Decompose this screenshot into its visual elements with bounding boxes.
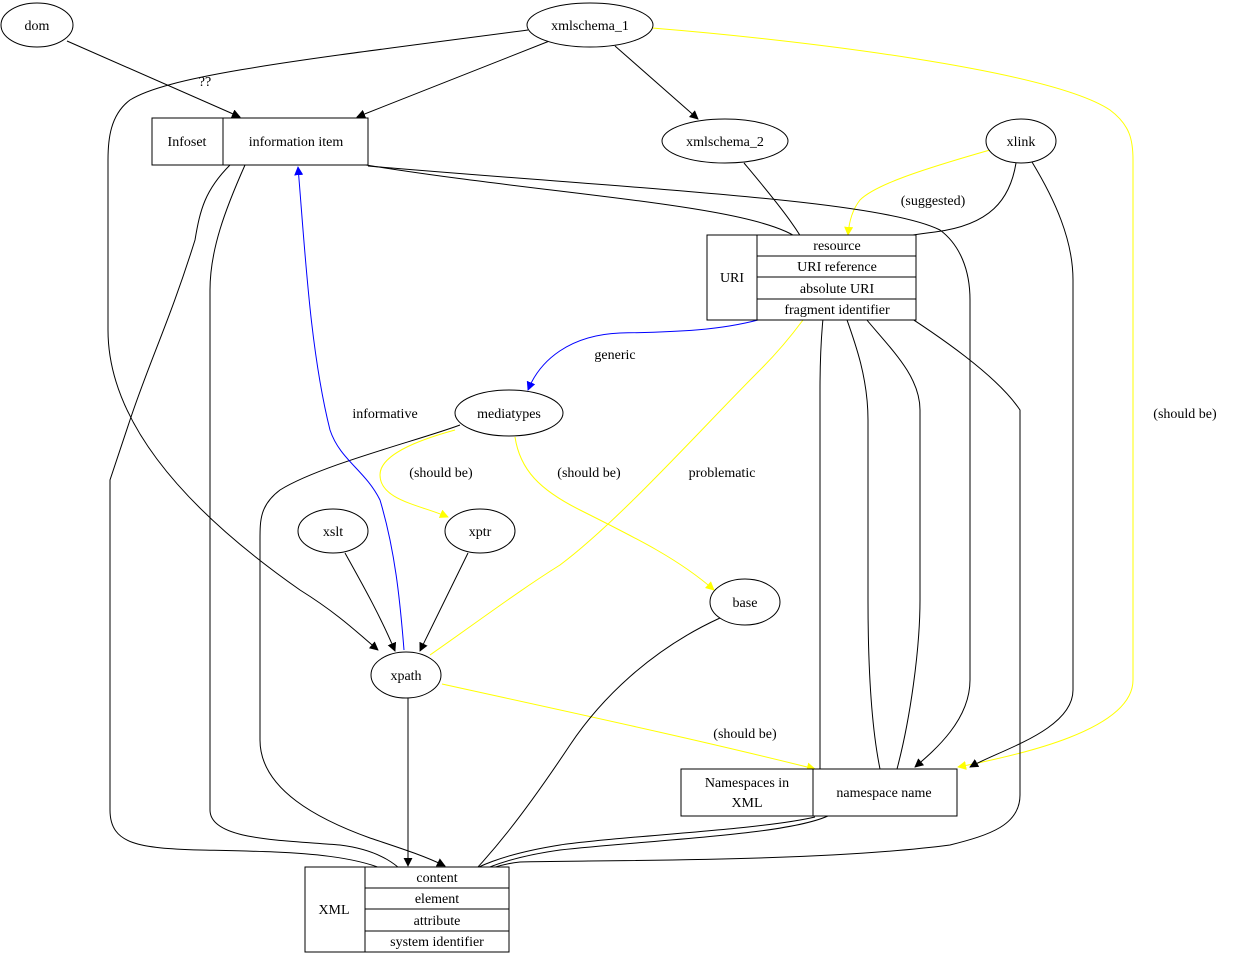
node-dom-label: dom <box>25 19 50 34</box>
node-xlink[interactable]: xlink <box>985 118 1057 164</box>
node-base-label: base <box>733 596 758 611</box>
node-xptr-label: xptr <box>469 525 492 540</box>
record-uri-field-resource: resource <box>813 239 860 254</box>
node-dom[interactable]: dom <box>0 2 74 48</box>
edge-xmlschema1-infoset <box>356 39 553 119</box>
edge-xptr-xpath <box>419 552 469 652</box>
edge-xlink-resource-suggested[interactable] <box>844 149 991 236</box>
edge-xslt-xpath <box>344 552 397 652</box>
record-uri-field-absolute-uri: absolute URI <box>800 282 875 297</box>
node-xslt[interactable]: xslt <box>297 508 369 554</box>
node-xlink-label: xlink <box>1007 135 1036 150</box>
label-xmlschema1-namespaces: (should be) <box>1153 407 1217 422</box>
record-namespaces-title-line2: XML <box>731 796 762 811</box>
label-xlink-suggested: (suggested) <box>901 194 966 209</box>
record-infoset-field-information-item: information item <box>249 135 344 150</box>
node-xpath-label: xpath <box>390 669 421 684</box>
node-xslt-label: xslt <box>323 525 343 540</box>
label-mediatypes-base: (should be) <box>557 466 621 481</box>
record-namespaces-field-namespace-name: namespace name <box>836 786 931 801</box>
node-xptr[interactable]: xptr <box>444 508 516 554</box>
edge-mediatypes-xptr[interactable] <box>379 429 456 518</box>
record-xml-field-attribute: attribute <box>414 914 461 929</box>
node-xmlschema-2[interactable]: xmlschema_2 <box>661 118 789 164</box>
edge-infoset-element <box>209 164 416 886</box>
edge-dom-infoset <box>66 40 241 118</box>
edge-mediatypes-base[interactable] <box>514 436 715 591</box>
edge-uri-element-right <box>439 279 1021 896</box>
record-uri-field-fragment-identifier: fragment identifier <box>784 303 890 318</box>
edge-namespaces-uri-reference <box>819 277 832 769</box>
node-base[interactable]: base <box>709 578 781 626</box>
edge-xpath-infoset-informative[interactable] <box>294 166 405 651</box>
node-xmlschema-1-label: xmlschema_1 <box>551 19 629 34</box>
edge-infoset-content-left <box>109 164 409 884</box>
label-mediatypes-xptr: (should be) <box>409 466 473 481</box>
edge-xpath-namespaces[interactable] <box>441 683 816 772</box>
record-xml-title: XML <box>318 903 349 918</box>
edge-base-element <box>439 617 721 906</box>
edge-namespaces-uri-absolute-b <box>850 299 921 770</box>
label-dom-infoset: ?? <box>199 75 211 90</box>
record-xml-field-system-identifier: system identifier <box>390 935 484 950</box>
edge-xmlschema1-xpath <box>107 29 529 651</box>
edge-xpath-uri-problematic[interactable] <box>429 277 830 656</box>
node-xmlschema-2-label: xmlschema_2 <box>686 135 764 150</box>
edge-xmlschema1-xmlschema2 <box>614 45 699 120</box>
node-xpath[interactable]: xpath <box>370 651 442 699</box>
record-infoset[interactable]: Infoset information item <box>151 117 369 166</box>
label-xpath-informative: informative <box>352 407 417 422</box>
edge-namespaces-uri-absolute-a <box>838 299 881 770</box>
label-xpath-problematic: problematic <box>689 466 756 481</box>
label-xpath-namespaces: (should be) <box>713 727 777 742</box>
record-namespaces-title-line1: Namespaces in <box>705 776 789 791</box>
record-xml-field-element: element <box>415 892 459 907</box>
record-xml[interactable]: XML content element attribute system ide… <box>304 866 510 953</box>
node-mediatypes[interactable]: mediatypes <box>454 389 564 437</box>
edge-uri-mediatypes-generic[interactable] <box>526 319 759 391</box>
edge-xlink-namespaces <box>969 161 1074 768</box>
record-uri-field-uri-reference: URI reference <box>797 260 877 275</box>
node-mediatypes-label: mediatypes <box>477 407 541 422</box>
record-infoset-title: Infoset <box>168 135 207 150</box>
record-xml-field-content: content <box>416 871 457 886</box>
record-uri-title: URI <box>720 271 744 286</box>
edge-mediatypes-content <box>259 424 461 867</box>
record-uri[interactable]: URI resource URI reference absolute URI … <box>706 234 917 321</box>
edge-xmlschema1-namespaces[interactable] <box>651 27 1134 770</box>
record-namespaces[interactable]: Namespaces in XML namespace name <box>680 768 958 817</box>
node-xmlschema-1[interactable]: xmlschema_1 <box>526 2 654 48</box>
label-uri-generic: generic <box>594 348 635 363</box>
edge-infoset-namespaces <box>367 165 971 768</box>
